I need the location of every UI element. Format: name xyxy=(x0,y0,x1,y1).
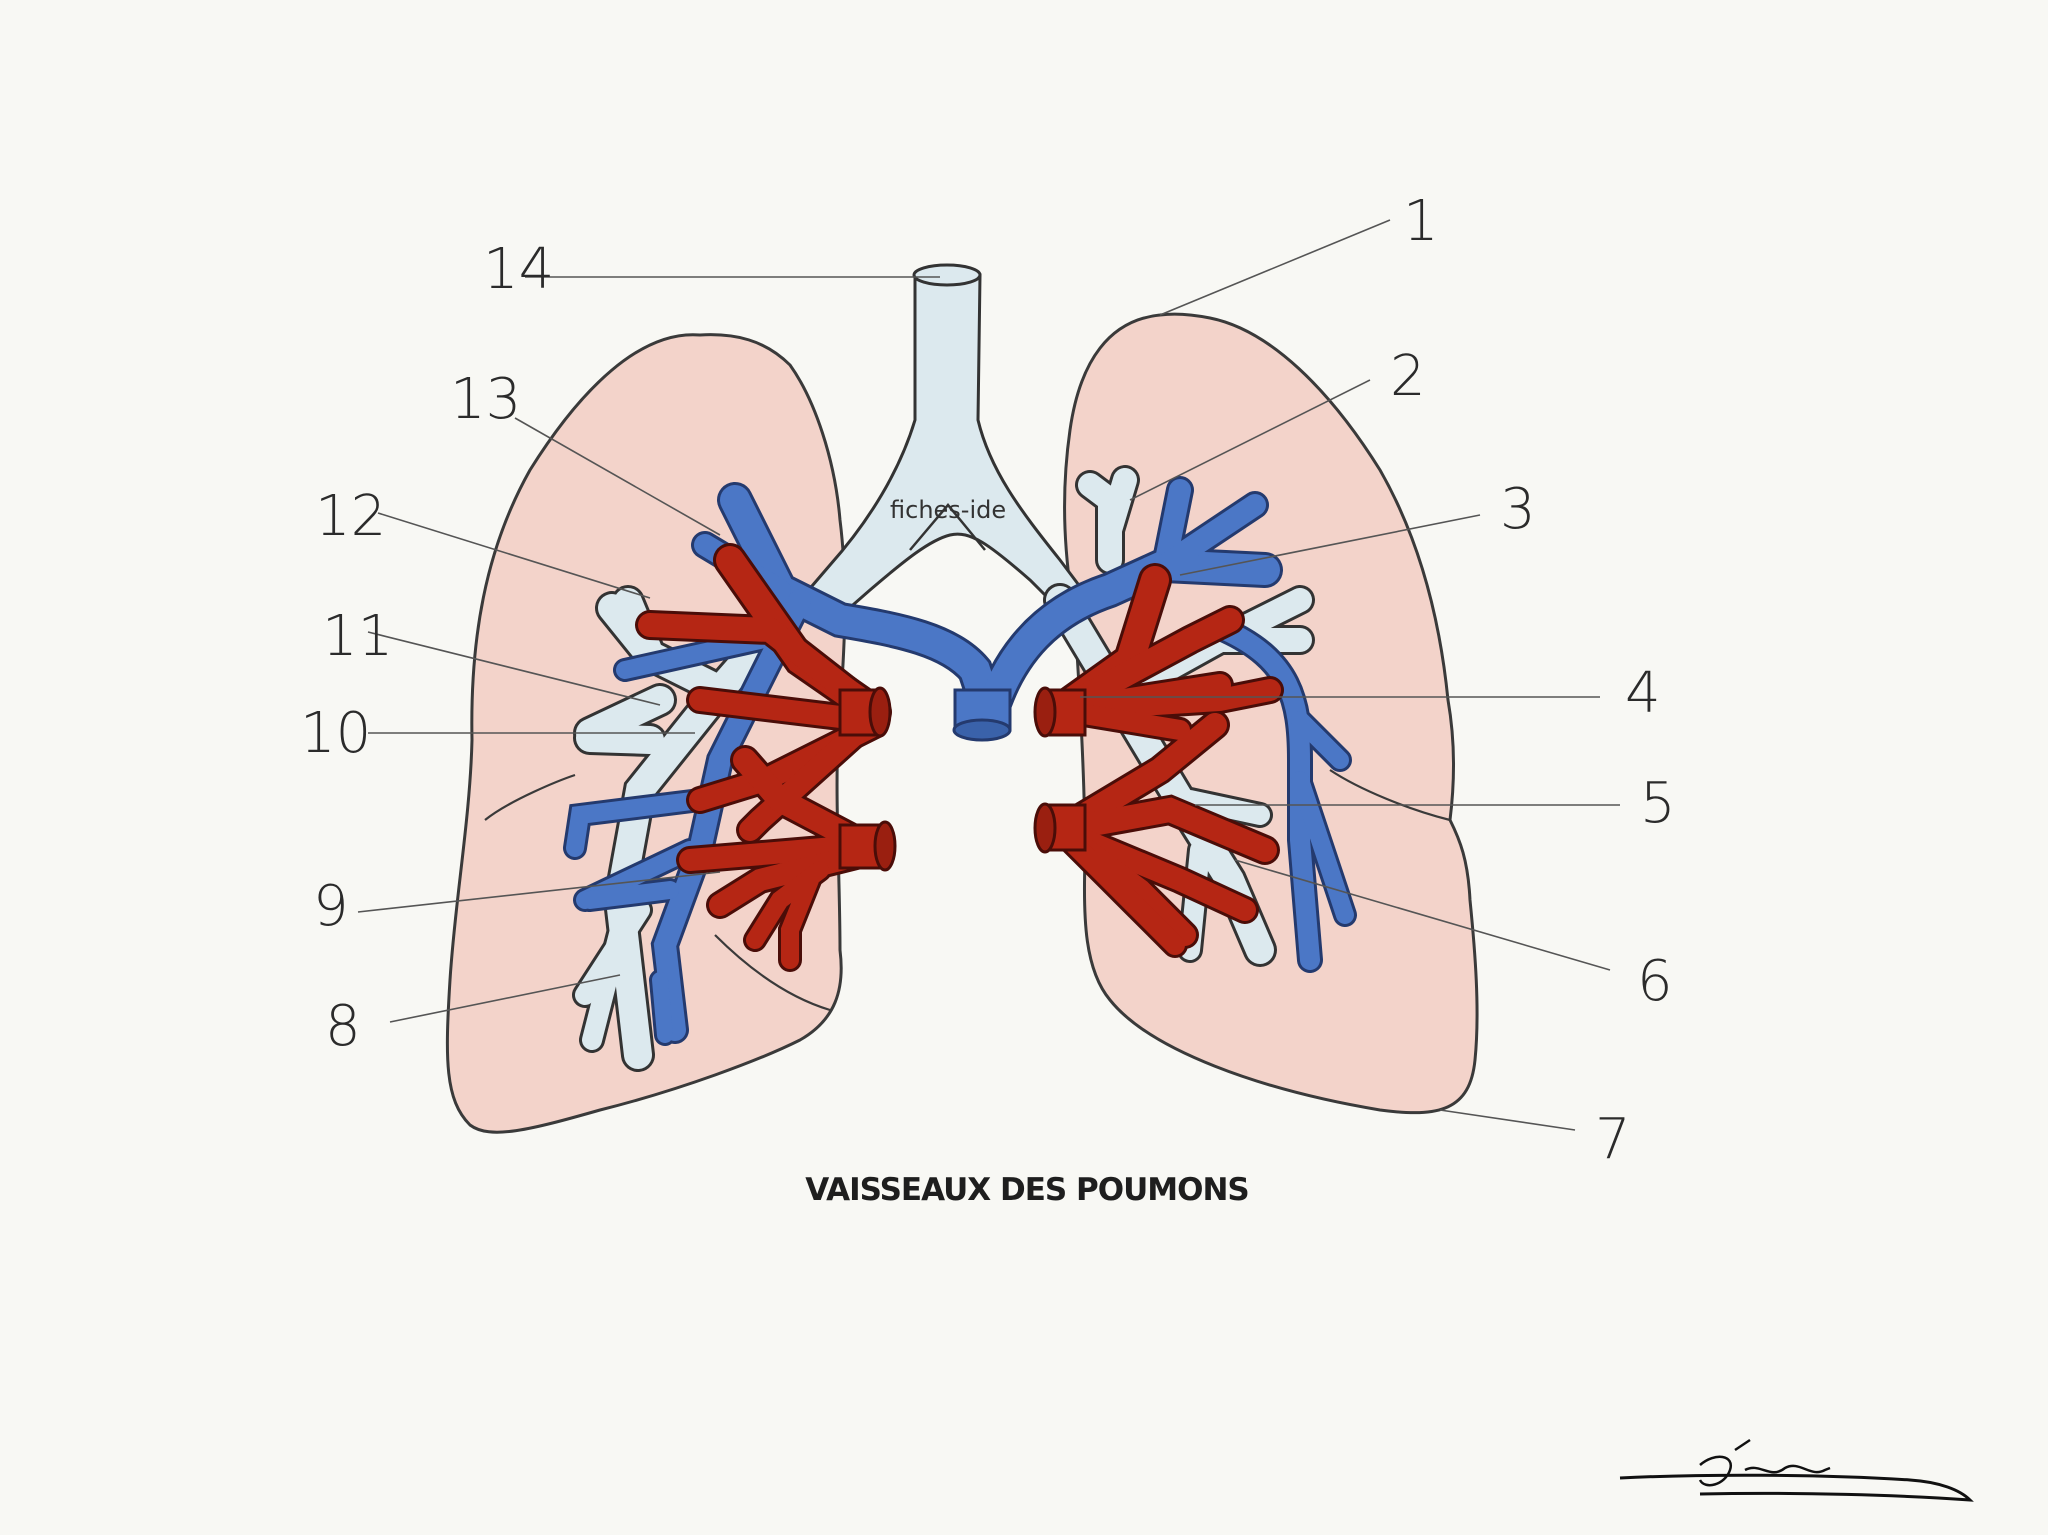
leader-9 xyxy=(357,871,721,913)
label-13: 13 xyxy=(450,367,521,432)
right-oblique-fissure xyxy=(484,773,576,821)
label-1: 1 xyxy=(1403,189,1439,254)
trachea-fork xyxy=(909,503,986,551)
label-3: 3 xyxy=(1500,477,1536,542)
leader-12 xyxy=(377,512,651,599)
leader-11 xyxy=(367,631,661,706)
number-labels: 1 2 3 4 5 6 7 8 9 10 11 12 13 14 xyxy=(300,189,1676,1172)
leader-lines xyxy=(357,219,1620,1131)
trachea-top xyxy=(912,263,982,287)
label-7: 7 xyxy=(1595,1107,1631,1172)
trachea xyxy=(797,273,1092,627)
leader-13 xyxy=(514,417,721,536)
label-4: 4 xyxy=(1625,661,1661,726)
label-14: 14 xyxy=(483,237,554,302)
label-6: 6 xyxy=(1637,949,1673,1014)
leader-6 xyxy=(1234,859,1611,971)
leader-8 xyxy=(389,974,621,1023)
leader-3 xyxy=(1179,514,1481,576)
right-horizontal-fissure xyxy=(714,934,831,1012)
label-10: 10 xyxy=(300,701,371,766)
diagram-title: VAISSEAUX DES POUMONS xyxy=(805,1172,1249,1208)
leader-1 xyxy=(1159,219,1391,316)
watermark: fiches-ide xyxy=(890,496,1006,524)
leader-2 xyxy=(1129,379,1371,501)
label-2: 2 xyxy=(1390,344,1426,409)
label-8: 8 xyxy=(325,994,361,1059)
artist-signature xyxy=(1619,1438,1974,1502)
label-11: 11 xyxy=(322,604,393,669)
label-12: 12 xyxy=(315,484,386,549)
label-9: 9 xyxy=(313,874,349,939)
label-5: 5 xyxy=(1640,771,1676,836)
pulmonary-arteries xyxy=(635,543,1284,972)
left-fissure xyxy=(1329,769,1451,822)
leader-7 xyxy=(1439,1109,1576,1131)
